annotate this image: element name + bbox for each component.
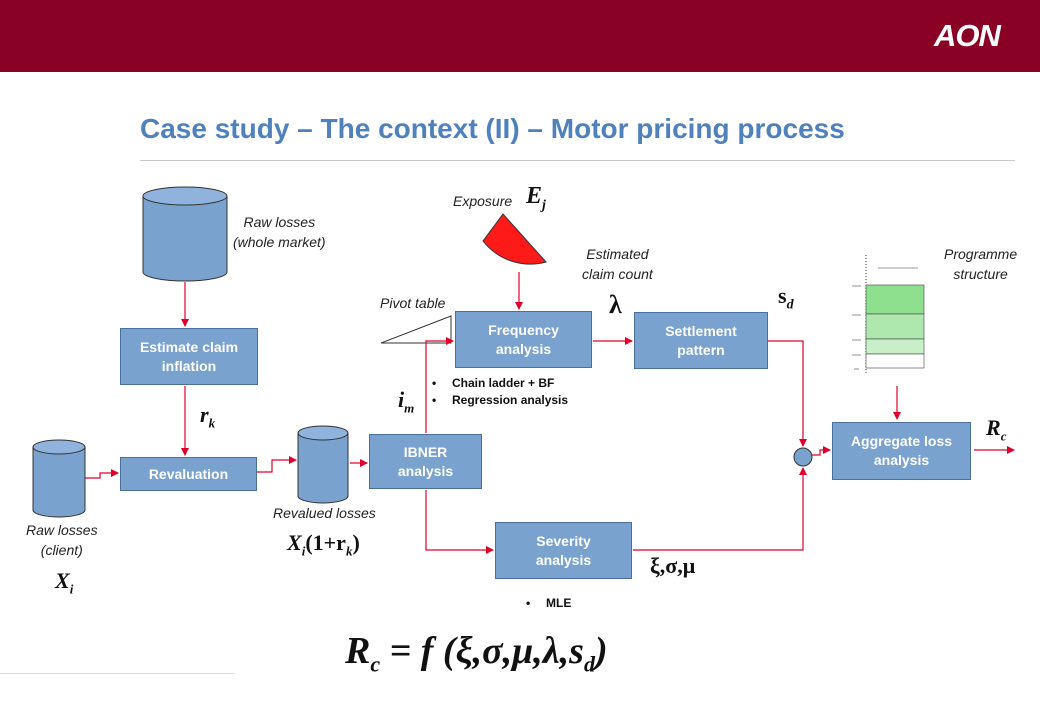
ej-subscript: j xyxy=(542,197,546,213)
ibner-analysis-box: IBNER analysis xyxy=(369,434,482,489)
rc-symbol: R xyxy=(986,415,1001,440)
aggregation-node xyxy=(793,447,813,467)
settlement-sd: sd xyxy=(778,283,794,313)
settlement-pattern-box: Settlement pattern xyxy=(634,312,768,369)
exposure-pie-icon xyxy=(482,213,547,265)
im-symbol: i xyxy=(398,387,405,412)
aggregate-loss-analysis-box: Aggregate loss analysis xyxy=(832,422,971,480)
revalued-losses-label: Revalued losses xyxy=(273,505,376,521)
claim-count-lambda: λ xyxy=(609,290,622,319)
severity-params: ξ,σ,μ xyxy=(650,553,696,578)
xi-subscript: i xyxy=(69,581,74,597)
formula-rhs-subscript: d xyxy=(583,651,595,677)
estimate-claim-inflation-box: Estimate claim inflation xyxy=(120,328,258,385)
raw-losses-market-cylinder xyxy=(142,186,228,282)
exposure-label: Exposure xyxy=(453,193,513,209)
xr-subscript: i xyxy=(301,543,306,559)
result-rc: Rc xyxy=(986,415,1006,444)
revalued-losses-formula: Xi(1+rk) xyxy=(287,530,360,559)
xr-close: ) xyxy=(352,530,360,555)
rk-subscript: k xyxy=(208,415,216,431)
raw-losses-client-cylinder xyxy=(32,439,86,518)
frequency-methods-list: Chain ladder + BF Regression analysis xyxy=(432,375,568,410)
raw-losses-client-label: Raw losses (client) xyxy=(26,522,98,558)
revalued-losses-cylinder xyxy=(297,425,349,504)
programme-structure-chart xyxy=(852,255,925,375)
inflation-rate-rk: rk xyxy=(200,402,215,431)
severity-method-item: MLE xyxy=(522,595,571,612)
exposure-ej: Ej xyxy=(526,183,546,214)
severity-analysis-box: Severity analysis xyxy=(495,522,632,579)
header-bar xyxy=(0,0,1040,72)
main-formula: Rc = f (ξ,σ,μ,λ,sd) xyxy=(345,629,608,678)
ej-symbol: E xyxy=(526,183,543,209)
flow-arrows xyxy=(85,272,1015,554)
formula-lhs: R xyxy=(345,630,371,672)
revaluation-box: Revaluation xyxy=(120,457,257,491)
title-divider xyxy=(140,160,1015,161)
severity-methods-list: MLE xyxy=(522,595,571,612)
im-subscript: m xyxy=(404,400,415,416)
sd-subscript: d xyxy=(786,297,794,313)
pivot-table-icon xyxy=(380,315,452,344)
rk-symbol: r xyxy=(200,402,209,427)
rc-subscript: c xyxy=(1000,428,1007,444)
page-title: Case study – The context (II) – Motor pr… xyxy=(140,113,845,144)
client-losses-xi: Xi xyxy=(55,568,73,597)
xr-symbol: X xyxy=(287,530,302,555)
pivot-table-label: Pivot table xyxy=(380,295,446,311)
formula-close: ) xyxy=(594,630,608,672)
xr-tail: (1+r xyxy=(305,530,346,555)
xi-symbol: X xyxy=(55,568,70,593)
sd-symbol: s xyxy=(778,283,787,308)
frequency-method-item: Regression analysis xyxy=(432,392,568,409)
frequency-analysis-box: Frequency analysis xyxy=(455,311,592,368)
xr-tail-subscript: k xyxy=(345,543,353,559)
frequency-method-item: Chain ladder + BF xyxy=(432,375,568,392)
estimated-claim-count-label: Estimated claim count xyxy=(582,246,653,282)
raw-losses-market-label: Raw losses (whole market) xyxy=(233,214,326,250)
formula-lhs-subscript: c xyxy=(370,651,381,677)
footer-divider xyxy=(0,673,235,674)
formula-rhs: = f (ξ,σ,μ,λ,s xyxy=(380,630,584,672)
programme-structure-label: Programme structure xyxy=(944,246,1018,282)
ibner-factor-im: im xyxy=(398,387,414,416)
aon-logo: AON xyxy=(934,18,1001,53)
